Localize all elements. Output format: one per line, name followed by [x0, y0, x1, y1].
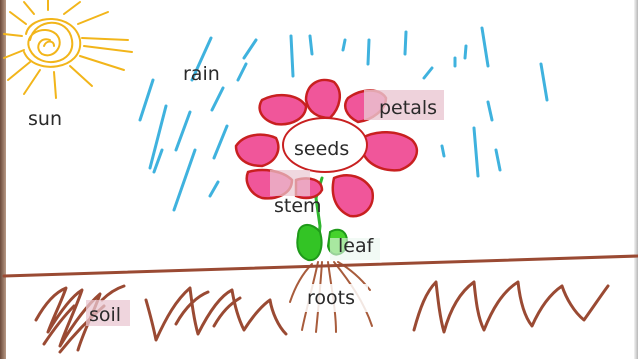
label-soil: soil	[89, 304, 121, 326]
label-leaf: leaf	[338, 235, 375, 257]
label-roots: roots	[307, 287, 355, 309]
label-seeds: seeds	[294, 138, 349, 160]
label-rain: rain	[183, 63, 220, 85]
sun-drawing	[4, 0, 132, 98]
label-sun: sun	[28, 108, 62, 130]
stem-label-highlight	[270, 170, 310, 196]
label-stem: stem	[274, 195, 322, 217]
label-petals: petals	[379, 97, 437, 119]
